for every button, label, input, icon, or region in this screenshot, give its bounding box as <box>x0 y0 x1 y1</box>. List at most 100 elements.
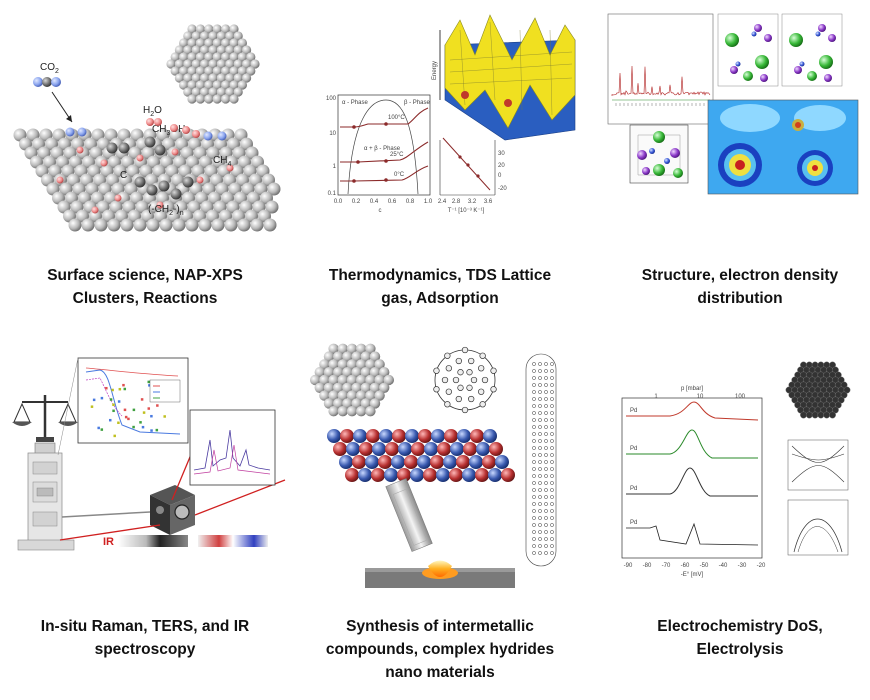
x-axis-label: -E° [mV] <box>681 572 704 578</box>
caption-line: Electrochemistry DoS, <box>590 615 870 638</box>
c-label: C <box>120 170 127 181</box>
fullerene-icon <box>434 347 497 413</box>
y-tick: 0.1 <box>328 191 337 197</box>
caption-thermodynamics: Thermodynamics, TDS Lattice gas, Adsorpt… <box>290 264 590 310</box>
x-tick: 1.0 <box>424 199 433 205</box>
intermetallic-lattice <box>327 429 515 482</box>
panel-synthesis: Synthesis of intermetallic compounds, co… <box>290 340 590 700</box>
x-tick: -90 <box>624 563 633 569</box>
x-tick: 0.0 <box>334 199 343 205</box>
dos-plot: p [mbar] 1 10 100 Pd Pd Pd Pd -90-80-70-… <box>622 386 766 578</box>
temp-100-label: 100°C <box>388 115 405 121</box>
caption-line: Clusters, Reactions <box>10 287 280 310</box>
phase-diagram-plot: 100°C 25°C 0°C α - Phase β - Phase α + β… <box>326 95 433 214</box>
x-tick: 0.8 <box>406 199 415 205</box>
diffraction-pattern <box>608 14 713 124</box>
unit-cell <box>630 125 688 183</box>
x2-tick: 2.4 <box>438 199 447 205</box>
x-tick: -30 <box>738 563 747 569</box>
energy-surface-3d: Energy <box>432 15 575 140</box>
x-tick: -60 <box>681 563 690 569</box>
x2-tick: 2.8 <box>452 199 461 205</box>
caption-line: Structure, electron density <box>590 264 870 287</box>
temperature-plot <box>58 358 188 455</box>
balance-icon <box>12 395 78 442</box>
crystal-structure <box>782 14 842 86</box>
h2o-label: H2O <box>143 105 162 118</box>
caption-line: nano materials <box>290 661 590 684</box>
panel-structure: Structure, electron density distribution <box>590 0 870 330</box>
hexagonal-cluster-icon <box>786 362 850 418</box>
x-tick: -20 <box>757 563 766 569</box>
caption-line: compounds, complex hydrides <box>290 638 590 661</box>
caption-line: Surface science, NAP-XPS <box>10 264 280 287</box>
x-axis-label: c <box>379 208 382 214</box>
beta-phase-label: β - Phase <box>404 100 430 106</box>
reactor-column <box>18 443 74 550</box>
small-plot <box>788 500 848 555</box>
caption-line: spectroscopy <box>0 638 290 661</box>
optical-cube <box>150 485 195 535</box>
ir-label: IR <box>103 536 114 548</box>
caption-raman: In-situ Raman, TERS, and IR spectroscopy <box>0 615 290 661</box>
caption-line: distribution <box>590 287 870 310</box>
x-tick: -70 <box>662 563 671 569</box>
panel-surface-science: CO2 H2O CH3OH CH4 C (-CH2-)n Surface sci… <box>0 0 290 330</box>
surface-science-illustration: CO2 H2O CH3OH CH4 C (-CH2-)n <box>0 0 290 250</box>
electrochemistry-illustration: p [mbar] 1 10 100 Pd Pd Pd Pd -90-80-70-… <box>590 340 870 580</box>
vant-hoff-plot: 30 20 0 -20 2.4 2.8 3.2 3.6 T⁻¹ [10⁻³ K⁻… <box>438 138 508 214</box>
pd-label: Pd <box>630 520 637 526</box>
y2-tick: 0 <box>498 173 502 179</box>
caption-line: Electrolysis <box>590 638 870 661</box>
nanotube-icon <box>526 354 556 566</box>
synthesis-illustration <box>290 340 590 600</box>
thermodynamics-illustration: Energy 100°C 25°C 0°C α - Phase β - Phas… <box>290 0 590 250</box>
pd-label: Pd <box>630 446 637 452</box>
y-tick: 10 <box>329 131 336 137</box>
raman-illustration: IR <box>0 340 290 580</box>
x2-axis-label: T⁻¹ [10⁻³ K⁻¹] <box>448 208 485 214</box>
caption-line: gas, Adsorption <box>290 287 590 310</box>
x-tick: 0.6 <box>388 199 397 205</box>
nanocluster-icon <box>310 344 394 417</box>
caption-line: In-situ Raman, TERS, and IR <box>0 615 290 638</box>
x-tick: -40 <box>719 563 728 569</box>
arrow-head <box>66 115 72 122</box>
y-tick: 100 <box>326 96 337 102</box>
caption-synthesis: Synthesis of intermetallic compounds, co… <box>290 615 590 684</box>
x2-tick: 3.6 <box>484 199 493 205</box>
spectral-map <box>118 535 268 547</box>
temp-25-label: 25°C <box>390 152 404 158</box>
caption-line: Synthesis of intermetallic <box>290 615 590 638</box>
energy-axis-label: Energy <box>432 61 438 80</box>
panel-thermodynamics: Energy 100°C 25°C 0°C α - Phase β - Phas… <box>290 0 590 330</box>
structure-illustration <box>590 0 870 250</box>
crystal-structure <box>718 14 778 86</box>
top-tick: 10 <box>697 394 704 400</box>
cluster-icon <box>166 24 259 103</box>
y2-tick: 30 <box>498 151 505 157</box>
alpha-phase-label: α - Phase <box>342 100 368 106</box>
co2-molecule <box>33 77 61 87</box>
caption-line: Thermodynamics, TDS Lattice <box>290 264 590 287</box>
caption-surface-science: Surface science, NAP-XPS Clusters, React… <box>10 264 280 310</box>
top-tick: 100 <box>735 394 746 400</box>
pd-label: Pd <box>630 486 637 492</box>
temp-0-label: 0°C <box>394 172 405 178</box>
x-tick: -50 <box>700 563 709 569</box>
x-tick: 0.2 <box>352 199 361 205</box>
co2-label: CO2 <box>40 62 59 75</box>
x-tick: 0.4 <box>370 199 379 205</box>
small-plot <box>788 440 848 490</box>
raman-spectrum <box>190 410 275 485</box>
x2-tick: 3.2 <box>468 199 477 205</box>
top-axis-label: p [mbar] <box>681 386 703 392</box>
y2-tick: 20 <box>498 163 505 169</box>
welding-torch <box>365 478 515 588</box>
x-tick: -80 <box>643 563 652 569</box>
panel-raman: IR In-situ Raman, TERS, and IR spectrosc… <box>0 340 290 700</box>
panel-electrochemistry: p [mbar] 1 10 100 Pd Pd Pd Pd -90-80-70-… <box>590 340 870 700</box>
electron-density-map <box>708 100 858 194</box>
y2-tick: -20 <box>498 186 507 192</box>
alpha-beta-phase-label: α + β - Phase <box>364 146 401 152</box>
